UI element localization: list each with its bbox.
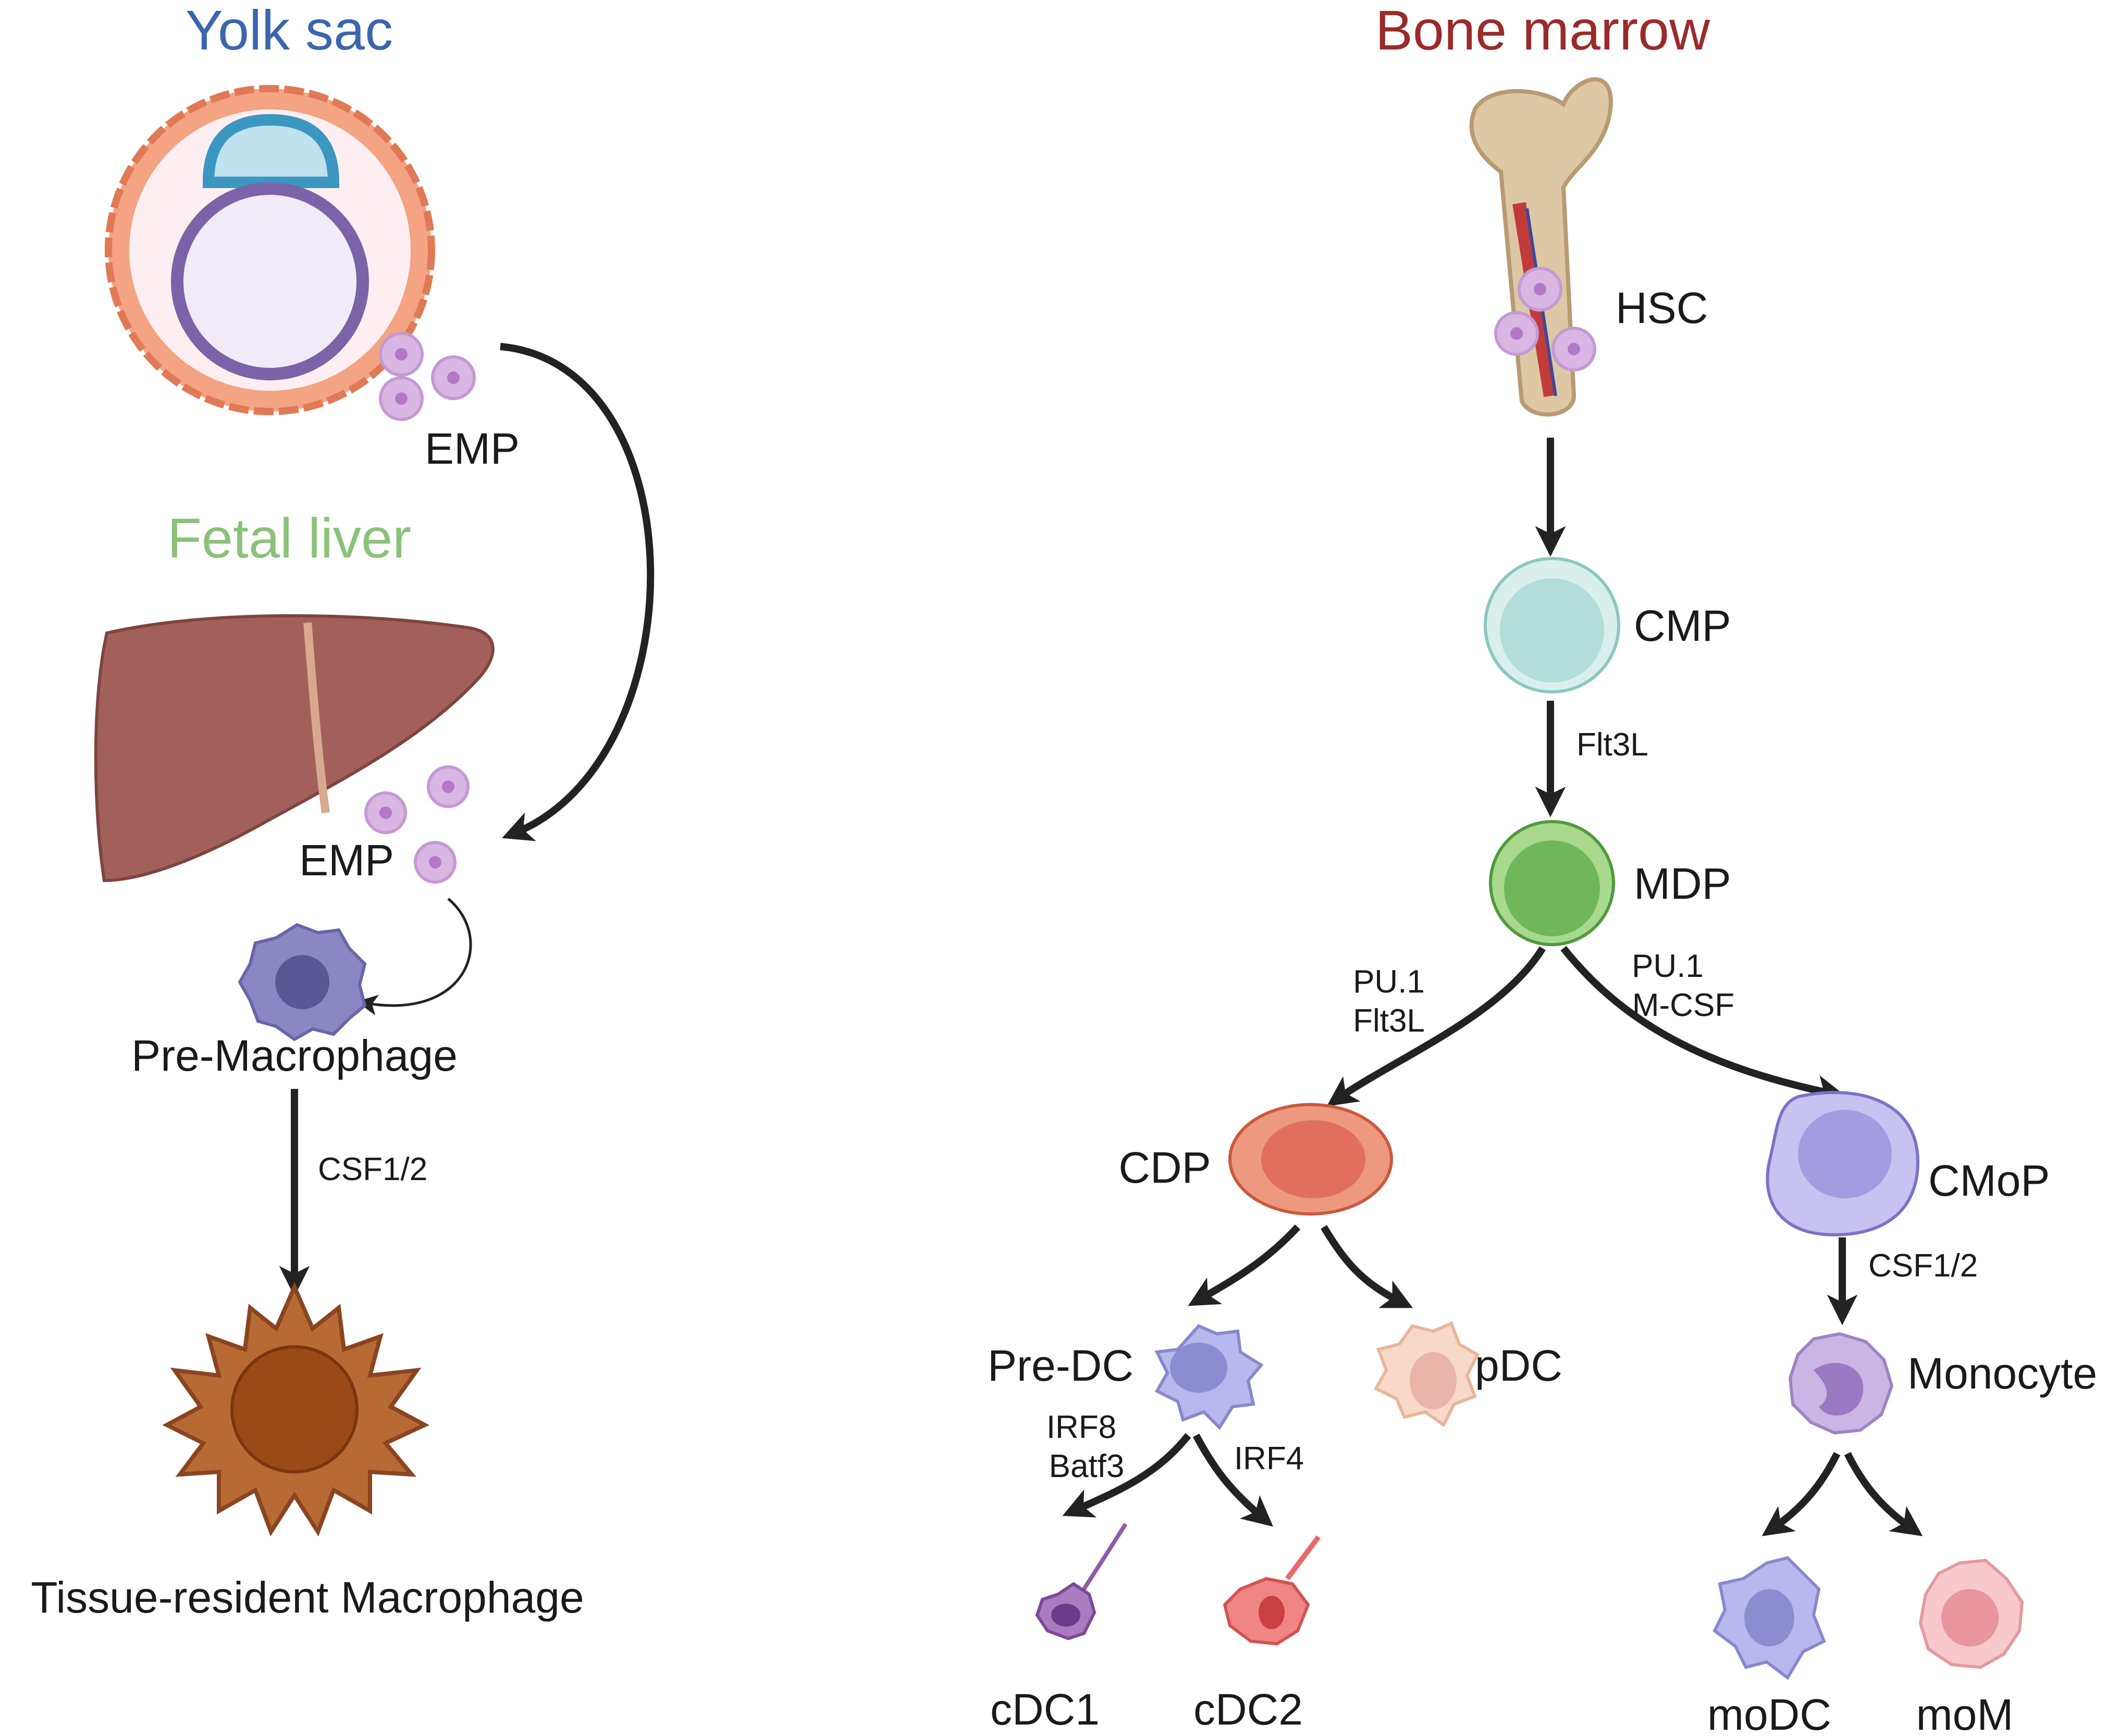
mdp-label: MDP bbox=[1634, 859, 1731, 908]
right-factor-1: PU.1 bbox=[1632, 948, 1704, 984]
cmp-icon bbox=[1484, 557, 1620, 693]
arrow-predc-to-cdc2 bbox=[1192, 1433, 1273, 1527]
emp-cells-liver bbox=[364, 765, 470, 884]
arrow-monocyte-to-mom bbox=[1844, 1452, 1923, 1536]
left-factor-2: Flt3L bbox=[1353, 1003, 1425, 1039]
cdc2-factor: IRF4 bbox=[1234, 1441, 1304, 1477]
arrow-predc-to-cdc1 bbox=[1062, 1433, 1191, 1518]
hsc-label: HSC bbox=[1616, 283, 1708, 332]
arrow-cdp-to-predc bbox=[1188, 1224, 1301, 1306]
pre-macrophage-label: Pre-Macrophage bbox=[131, 1031, 458, 1080]
monocyte-label: Monocyte bbox=[1907, 1349, 2097, 1398]
arrow-yolk-to-liver bbox=[500, 343, 655, 841]
cmop-label: CMoP bbox=[1928, 1156, 2050, 1205]
flt3l-label: Flt3L bbox=[1576, 727, 1648, 763]
right-factor-2: M-CSF bbox=[1632, 987, 1734, 1023]
mom-label: moM bbox=[1916, 1690, 2014, 1736]
emp-label-yolk: EMP bbox=[425, 424, 520, 473]
emp-cells-yolk bbox=[379, 332, 476, 421]
cdc2-icon bbox=[1223, 1535, 1321, 1646]
cdc1-label: cDC1 bbox=[990, 1685, 1100, 1734]
mom-icon bbox=[1918, 1558, 2024, 1669]
cdp-label: CDP bbox=[1118, 1143, 1211, 1192]
cdp-icon bbox=[1228, 1103, 1393, 1216]
pre-dc-label: Pre-DC bbox=[988, 1341, 1134, 1390]
left-factor-1: PU.1 bbox=[1353, 964, 1425, 1000]
arrow-monocyte-to-modc bbox=[1761, 1452, 1841, 1536]
pdc-label: pDC bbox=[1475, 1341, 1562, 1390]
hsc-cells bbox=[1494, 267, 1596, 371]
cdc1-factor-1: IRF8 bbox=[1046, 1409, 1116, 1445]
modc-icon bbox=[1713, 1556, 1826, 1680]
arrow-cdp-to-pdc bbox=[1321, 1225, 1413, 1308]
csf-label-right: CSF1/2 bbox=[1868, 1248, 1978, 1284]
pdc-icon bbox=[1373, 1321, 1480, 1428]
arrow-mdp-to-cdp bbox=[1326, 946, 1546, 1107]
cdc1-icon bbox=[1035, 1522, 1128, 1641]
fetal-liver-title: Fetal liver bbox=[167, 506, 411, 569]
mdp-icon bbox=[1489, 820, 1615, 946]
cmop-icon bbox=[1766, 1090, 1920, 1237]
yolk-sac-title: Yolk sac bbox=[186, 0, 393, 61]
arrow-mdp-to-cmop bbox=[1560, 946, 1847, 1106]
bone-marrow-title: Bone marrow bbox=[1375, 0, 1710, 61]
yolk-sac-icon bbox=[105, 85, 435, 415]
arrow-emp-to-premacrophage bbox=[356, 898, 472, 1015]
monocyte-icon bbox=[1788, 1332, 1894, 1435]
cdc1-factor-2: Batf3 bbox=[1049, 1448, 1125, 1484]
pre-macrophage-icon bbox=[238, 923, 367, 1041]
cdc2-label: cDC2 bbox=[1193, 1685, 1303, 1734]
csf-label-left: CSF1/2 bbox=[318, 1151, 427, 1187]
modc-label: moDC bbox=[1707, 1690, 1831, 1736]
tissue-macrophage-label: Tissue-resident Macrophage bbox=[31, 1573, 584, 1622]
liver-icon bbox=[94, 614, 495, 883]
cmp-label: CMP bbox=[1634, 601, 1731, 650]
pre-dc-icon bbox=[1154, 1324, 1264, 1430]
emp-label-liver: EMP bbox=[299, 836, 394, 885]
tissue-macrophage-icon bbox=[162, 1282, 429, 1536]
